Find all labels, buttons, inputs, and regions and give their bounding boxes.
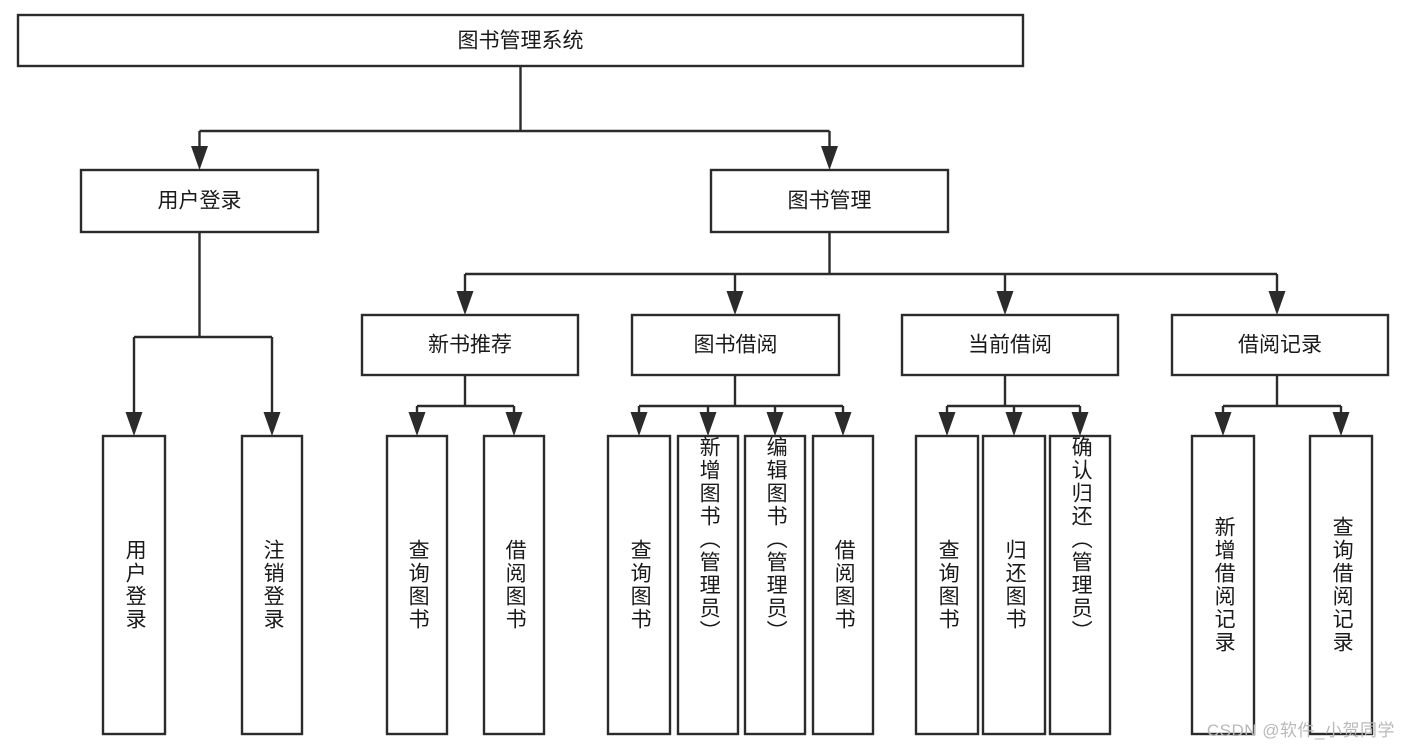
leaf-box-add-borrow-record[interactable]	[1190, 434, 1256, 736]
arrow-head-icon	[996, 291, 1014, 315]
leaf-box-edit-book-admin[interactable]	[743, 434, 807, 736]
arrow-head-icon	[1332, 412, 1350, 436]
arrow-head-icon	[1214, 412, 1232, 436]
arrow-head-icon	[630, 412, 648, 436]
node-current-borrow[interactable]: 当前借阅	[900, 313, 1120, 377]
leaf-box-return-book[interactable]	[981, 434, 1047, 736]
node-new-book-recommend-label: 新书推荐	[428, 334, 512, 357]
node-book-management[interactable]: 图书管理	[709, 168, 950, 234]
watermark: CSDN @软件_小贺同学	[1206, 721, 1395, 740]
arrow-head-icon	[834, 412, 852, 436]
leaf-box-borrow-book-new[interactable]	[482, 434, 546, 736]
arrow-head-icon	[263, 412, 281, 436]
node-root[interactable]: 图书管理系统	[16, 13, 1025, 68]
arrow-head-icon	[1268, 291, 1286, 315]
leaf-box-confirm-return-admin[interactable]	[1048, 434, 1112, 736]
arrow-head-icon	[1071, 412, 1089, 436]
node-root-label: 图书管理系统	[458, 30, 584, 53]
node-current-borrow-label: 当前借阅	[968, 334, 1052, 357]
arrow-head-icon	[766, 412, 784, 436]
connector-root-to-level2	[191, 66, 838, 170]
leaf-box-logout[interactable]	[240, 434, 304, 736]
arrow-head-icon	[821, 146, 838, 170]
leaf-box-query-book-current[interactable]	[914, 434, 980, 736]
connector-bookmgmt-to-level3	[456, 232, 1286, 315]
leaf-box-user-login[interactable]	[101, 434, 167, 736]
arrow-head-icon	[1005, 412, 1023, 436]
leaf-box-query-book-new[interactable]	[385, 434, 449, 736]
leaf-box-query-book-borrow[interactable]	[606, 434, 672, 736]
node-user-login[interactable]: 用户登录	[79, 168, 320, 234]
leaf-box-borrow-book[interactable]	[811, 434, 875, 736]
arrow-head-icon	[505, 412, 523, 436]
node-new-book-recommend[interactable]: 新书推荐	[360, 313, 580, 377]
node-user-login-label: 用户登录	[158, 190, 242, 213]
leaf-box-query-borrow-record[interactable]	[1308, 434, 1374, 736]
connector-currentborrow-to-leaves	[938, 375, 1089, 436]
node-book-borrow-label: 图书借阅	[694, 334, 778, 357]
leaf-box-add-book-admin[interactable]	[676, 434, 740, 736]
arrow-head-icon	[938, 412, 956, 436]
arrow-head-icon	[408, 412, 426, 436]
arrow-head-icon	[191, 146, 208, 170]
connector-borrowbook-to-leaves	[630, 375, 852, 436]
node-borrow-record[interactable]: 借阅记录	[1170, 313, 1390, 377]
arrow-head-icon	[699, 412, 717, 436]
connector-borrowrecord-to-leaves	[1214, 375, 1350, 436]
connector-userlogin-to-leaves	[125, 232, 281, 436]
arrow-head-icon	[456, 291, 474, 315]
node-book-borrow[interactable]: 图书借阅	[630, 313, 841, 377]
node-borrow-record-label: 借阅记录	[1238, 334, 1322, 357]
node-book-management-label: 图书管理	[788, 190, 872, 213]
connector-newbook-to-leaves	[408, 375, 523, 436]
arrow-head-icon	[125, 412, 143, 436]
arrow-head-icon	[726, 291, 744, 315]
